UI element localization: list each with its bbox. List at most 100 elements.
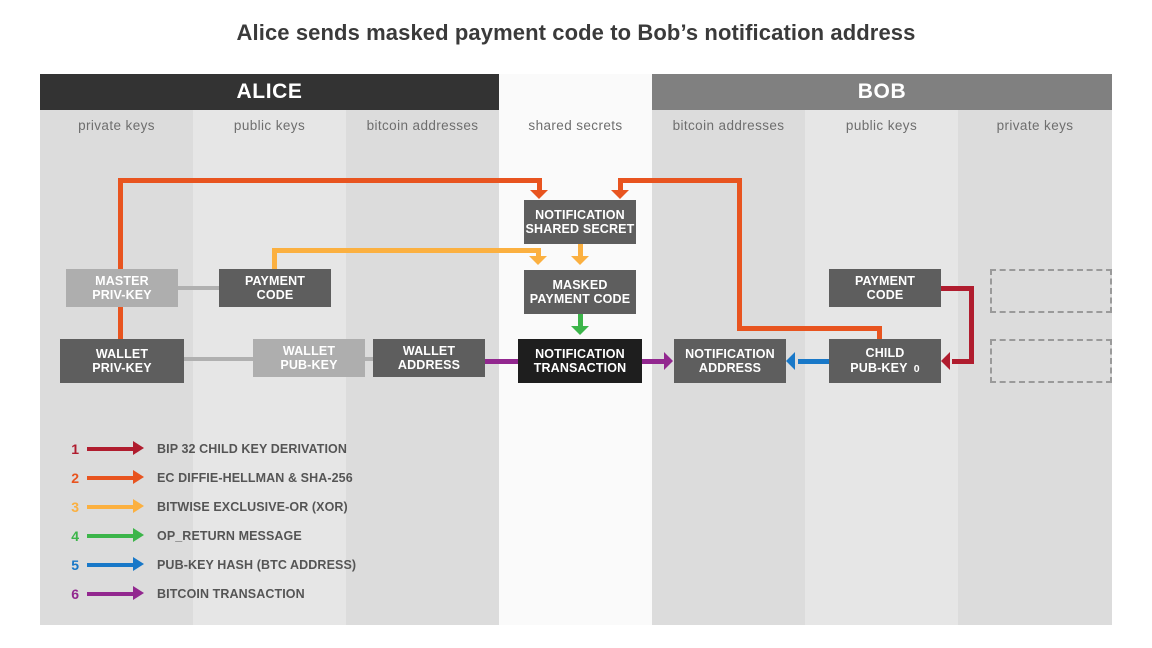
edge-red-vertical <box>969 286 974 361</box>
edge-orange-alice-vertical <box>118 178 123 330</box>
arrowhead-amber-paymentcode-to-masked <box>529 256 547 265</box>
legend-arrow-line <box>87 592 133 596</box>
legend-label: EC DIFFIE-HELLMAN & SHA-256 <box>157 471 353 485</box>
column-label-alice-private-keys: private keys <box>78 118 155 133</box>
placeholder-bob-private-key-1 <box>990 269 1112 313</box>
legend-arrow-head <box>133 441 144 455</box>
node-label-line2: TRANSACTION <box>533 361 627 375</box>
edge-orange-bob-horizontal-upper <box>618 178 742 183</box>
edge-purple-walletaddr-to-transaction <box>485 359 518 364</box>
arrowhead-purple-to-notification-address <box>664 352 673 370</box>
node-label-line2: PUB-KEY 0 <box>850 360 920 375</box>
arrowhead-orange-bob-to-shared-secret <box>611 190 629 199</box>
node-label-line1: WALLET <box>282 343 336 358</box>
edge-gray-wallet-pub-to-address <box>365 357 373 361</box>
legend-label: BIP 32 CHILD KEY DERIVATION <box>157 442 348 456</box>
node-label-line1: WALLET <box>95 346 149 361</box>
edge-orange-bob-down-into-secret <box>618 178 623 192</box>
node-label-line1: PAYMENT <box>244 273 306 288</box>
legend-arrow-head <box>133 557 144 571</box>
legend-label: BITWISE EXCLUSIVE-OR (XOR) <box>157 500 348 514</box>
arrowhead-blue-to-notification-address <box>786 352 795 370</box>
node-label-line1: NOTIFICATION <box>535 207 625 222</box>
legend-arrow-line <box>87 476 133 480</box>
node-label-line2: CODE <box>866 288 904 302</box>
placeholder-bob-private-key-2 <box>990 339 1112 383</box>
column-label-bob-private-keys: private keys <box>996 118 1074 133</box>
party-header-bob: BOB <box>652 74 1112 110</box>
edge-blue-childpub-to-notifaddr <box>798 359 829 364</box>
column-label-alice-bitcoin-addresses: bitcoin addresses <box>366 118 479 133</box>
legend-number: 6 <box>71 586 79 602</box>
legend-arrow-head <box>133 499 144 513</box>
node-label-line2: ADDRESS <box>397 358 461 372</box>
node-label-line1: MASTER <box>95 273 149 288</box>
column-label-bob-bitcoin-addresses: bitcoin addresses <box>672 118 785 133</box>
diagram-panel: ALICE BOB private keys public keys bitcoin … <box>40 74 1112 625</box>
node-label-line1: NOTIFICATION <box>685 346 775 361</box>
legend-number: 3 <box>71 499 79 515</box>
column-bg-bob-6 <box>958 74 1112 625</box>
edge-orange-bob-vertical <box>737 178 742 330</box>
edge-green-masked-to-transaction <box>578 314 583 328</box>
edge-orange-bob-horizontal-lower <box>737 326 882 331</box>
node-label-line2: PRIV-KEY <box>92 288 152 302</box>
edge-purple-transaction-to-notifaddr <box>642 359 666 364</box>
legend-number: 1 <box>71 441 79 457</box>
node-label-line1: MASKED <box>552 277 608 292</box>
edge-amber-paymentcode-up-stub <box>272 248 277 270</box>
node-label-line2: ADDRESS <box>698 361 762 375</box>
edge-gray-wallet-priv-to-pub <box>184 357 253 361</box>
legend-arrow-line <box>87 505 133 509</box>
column-label-shared-shared-secrets: shared secrets <box>528 118 623 133</box>
column-label-alice-public-keys: public keys <box>233 118 306 133</box>
edge-amber-secret-to-masked-vertical <box>578 244 583 258</box>
arrowhead-green-masked-to-transaction <box>571 326 589 335</box>
node-label-line1: WALLET <box>402 343 456 358</box>
edge-orange-alice-horizontal <box>118 178 542 183</box>
edge-orange-alice-up-stub <box>118 326 123 342</box>
legend-number: 2 <box>71 470 79 486</box>
node-label-line1: CHILD <box>865 346 905 360</box>
node-label-index: 0 <box>907 362 920 375</box>
legend-label: BITCOIN TRANSACTION <box>157 587 305 601</box>
edge-red-paymentcode-right <box>941 286 974 291</box>
node-label-line2: SHARED SECRET <box>525 222 635 236</box>
edge-orange-bob-up-stub <box>877 326 882 340</box>
party-header-alice: ALICE <box>40 74 499 110</box>
legend-arrow-line <box>87 563 133 567</box>
legend-arrow-head <box>133 586 144 600</box>
node-label-line1: PAYMENT <box>854 273 916 288</box>
page-title: Alice sends masked payment code to Bob’s… <box>236 20 916 45</box>
legend-label: PUB-KEY HASH (BTC ADDRESS) <box>157 558 357 572</box>
edge-amber-paymentcode-down-into-masked <box>536 248 541 258</box>
edge-red-into-childpub <box>952 359 974 364</box>
node-label-line2: PUB-KEY <box>280 358 338 372</box>
legend-number: 4 <box>71 528 79 544</box>
legend-arrow-line <box>87 447 133 451</box>
node-label-line1: NOTIFICATION <box>535 346 625 361</box>
arrowhead-red-to-child-pubkey <box>941 352 950 370</box>
node-label-line2: PAYMENT CODE <box>529 292 631 306</box>
legend-label: OP_RETURN MESSAGE <box>157 529 302 543</box>
arrowhead-orange-alice-to-shared-secret <box>530 190 548 199</box>
column-label-bob-public-keys: public keys <box>845 118 918 133</box>
arrowhead-amber-secret-to-masked <box>571 256 589 265</box>
node-label-line2: PRIV-KEY <box>92 361 152 375</box>
legend-arrow-line <box>87 534 133 538</box>
edge-orange-alice-down-into-secret <box>537 178 542 192</box>
legend-number: 5 <box>71 557 79 573</box>
edge-gray-master-to-payment-code <box>178 286 219 290</box>
edge-amber-paymentcode-horizontal <box>272 248 540 253</box>
